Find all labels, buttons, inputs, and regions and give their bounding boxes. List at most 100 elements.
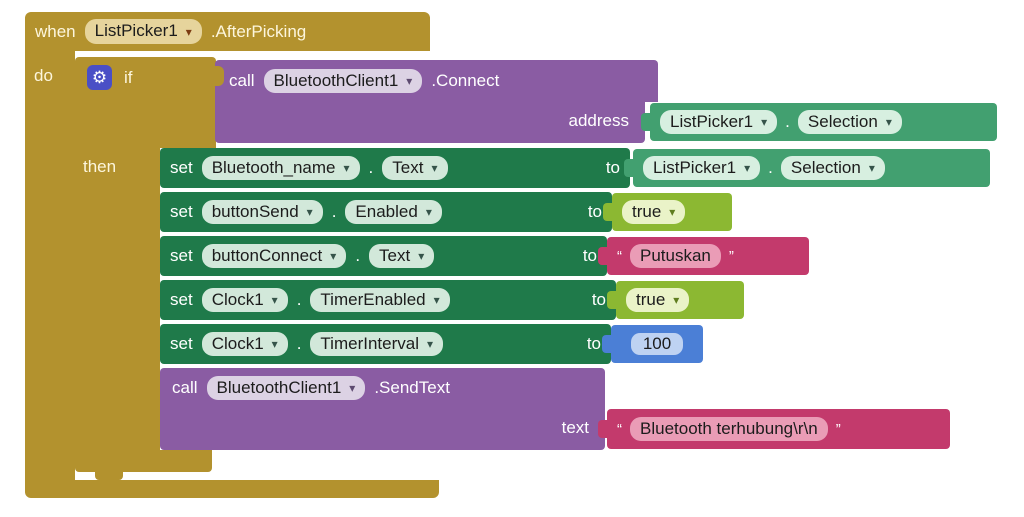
dropdown-arrow-icon: ▾ <box>669 205 676 219</box>
set1-component-dropdown[interactable]: Bluetooth_name ▾ <box>201 155 360 181</box>
set-clock-timerenabled-block[interactable]: set Clock1 ▾ . TimerEnabled ▾ to <box>160 280 616 320</box>
if-block-then-spine[interactable]: then <box>75 148 160 452</box>
set-buttonsend-block[interactable]: set buttonSend ▾ . Enabled ▾ to <box>160 192 612 232</box>
getter-property-dropdown[interactable]: Selection ▾ <box>797 109 902 135</box>
number-block[interactable]: 100 <box>602 325 703 363</box>
dot-separator: . <box>296 334 302 353</box>
when-component-dropdown[interactable]: ListPicker1 ▾ <box>84 19 202 44</box>
when-keyword: when <box>35 21 76 41</box>
set-keyword: set <box>170 158 193 177</box>
number-value-text: 100 <box>642 333 672 353</box>
if-block-header[interactable]: ⚙ if <box>75 57 216 148</box>
dropdown-arrow-icon: ▾ <box>761 115 768 129</box>
when-event-block-header[interactable]: when ListPicker1 ▾ .AfterPicking <box>25 12 430 51</box>
set5-component-dropdown[interactable]: Clock1 ▾ <box>201 331 288 357</box>
text-string-block[interactable]: “ Bluetooth terhubung\r\n ” <box>598 409 950 449</box>
dot-separator: . <box>368 158 374 177</box>
sendtext-call-block[interactable]: call BluetoothClient1 ▾ .SendText <box>160 368 605 408</box>
to-label: to <box>587 202 602 221</box>
do-label: do <box>34 66 53 85</box>
set-bluetooth-name-block[interactable]: set Bluetooth_name ▾ . Text ▾ to <box>160 148 630 188</box>
if-label: if <box>124 67 133 87</box>
to-label: to <box>605 158 620 177</box>
set4-property-name: TimerEnabled <box>320 289 426 309</box>
set3-component-name: buttonConnect <box>211 245 323 265</box>
connect-method-name: .Connect <box>431 71 500 90</box>
getter-component-dropdown[interactable]: ListPicker1 ▾ <box>660 109 778 135</box>
set4-component-dropdown[interactable]: Clock1 ▾ <box>201 287 288 313</box>
sendtext-component-dropdown[interactable]: BluetoothClient1 ▾ <box>206 375 366 401</box>
dropdown-arrow-icon: ▾ <box>433 293 440 307</box>
set1-property-name: Text <box>392 157 424 177</box>
set3-property-dropdown[interactable]: Text ▾ <box>369 243 435 269</box>
getter-component-name: ListPicker1 <box>653 157 737 177</box>
logic-true-block[interactable]: true ▾ <box>607 281 744 319</box>
set-buttonconnect-block[interactable]: set buttonConnect ▾ . Text ▾ to <box>160 236 607 276</box>
set3-component-dropdown[interactable]: buttonConnect ▾ <box>201 243 347 269</box>
set-clock-timerinterval-block[interactable]: set Clock1 ▾ . TimerInterval ▾ to <box>160 324 611 364</box>
logic-true-block[interactable]: true ▾ <box>603 193 732 231</box>
connect-component-name: BluetoothClient1 <box>273 70 399 90</box>
when-block-bottom-bar[interactable] <box>25 480 439 498</box>
close-quote: ” <box>728 247 734 265</box>
string-value-text: Bluetooth terhubung\r\n <box>640 418 818 438</box>
set-keyword: set <box>170 290 193 309</box>
getter-property-name: Selection <box>807 111 878 131</box>
getter-component-name: ListPicker1 <box>670 111 754 131</box>
dropdown-arrow-icon: ▾ <box>406 74 413 88</box>
text-param-label: text <box>561 418 589 437</box>
dropdown-arrow-icon: ▾ <box>330 249 337 263</box>
string-value-field[interactable]: Bluetooth terhubung\r\n <box>630 416 828 442</box>
set2-property-dropdown[interactable]: Enabled ▾ <box>345 199 442 225</box>
connect-component-dropdown[interactable]: BluetoothClient1 ▾ <box>263 68 423 94</box>
getter-dot: . <box>785 112 790 131</box>
open-quote: “ <box>617 420 622 438</box>
text-string-block[interactable]: “ Putuskan ” <box>598 237 809 275</box>
set1-value-getter-block[interactable]: ListPicker1 ▾ . Selection ▾ <box>624 149 990 187</box>
mutator-gear-icon[interactable]: ⚙ <box>87 65 112 90</box>
set2-component-dropdown[interactable]: buttonSend ▾ <box>201 199 323 225</box>
getter-dot: . <box>768 158 773 177</box>
string-value-field[interactable]: Putuskan <box>630 243 721 269</box>
getter-component-dropdown[interactable]: ListPicker1 ▾ <box>643 155 761 181</box>
logic-true-dropdown[interactable]: true ▾ <box>622 199 686 225</box>
if-block-next-tab <box>95 470 123 480</box>
getter-property-name: Selection <box>790 157 861 177</box>
string-value-text: Putuskan <box>640 245 711 265</box>
sendtext-text-param-row[interactable]: text <box>160 408 605 450</box>
dot-separator: . <box>355 246 361 265</box>
close-quote: ” <box>835 420 841 438</box>
dot-separator: . <box>331 202 337 221</box>
to-label: to <box>591 290 606 309</box>
set1-property-dropdown[interactable]: Text ▾ <box>382 155 448 181</box>
dropdown-arrow-icon: ▾ <box>426 337 434 351</box>
dropdown-arrow-icon: ▾ <box>425 205 432 219</box>
connect-call-address-row[interactable]: address <box>215 102 645 143</box>
dropdown-arrow-icon: ▾ <box>271 337 278 351</box>
then-label: then <box>83 157 117 176</box>
set2-component-name: buttonSend <box>211 201 299 221</box>
dropdown-arrow-icon: ▾ <box>885 115 892 129</box>
set-keyword: set <box>170 246 193 265</box>
address-param-label: address <box>568 111 629 130</box>
address-getter-block[interactable]: ListPicker1 ▾ . Selection ▾ <box>641 103 997 141</box>
dropdown-arrow-icon: ▾ <box>868 161 875 175</box>
connect-call-block[interactable]: call BluetoothClient1 ▾ .Connect <box>215 60 658 102</box>
open-quote: “ <box>617 247 622 265</box>
dropdown-arrow-icon: ▾ <box>349 381 356 395</box>
set-keyword: set <box>170 202 193 221</box>
sendtext-component-name: BluetoothClient1 <box>216 377 342 397</box>
if-block-bottom-bar[interactable] <box>75 450 212 472</box>
number-value-field[interactable]: 100 <box>630 332 684 356</box>
if-condition-plug <box>207 66 224 86</box>
when-block-left-spine[interactable]: do <box>25 51 75 480</box>
set5-property-dropdown[interactable]: TimerInterval ▾ <box>310 331 444 357</box>
logic-true-dropdown[interactable]: true ▾ <box>626 287 690 313</box>
set1-component-name: Bluetooth_name <box>211 157 336 177</box>
dropdown-arrow-icon: ▾ <box>431 161 438 175</box>
dropdown-arrow-icon: ▾ <box>271 293 278 307</box>
gear-glyph: ⚙ <box>91 68 108 87</box>
getter-property-dropdown[interactable]: Selection ▾ <box>780 155 885 181</box>
set4-property-dropdown[interactable]: TimerEnabled ▾ <box>310 287 450 313</box>
dropdown-arrow-icon: ▾ <box>418 249 425 263</box>
